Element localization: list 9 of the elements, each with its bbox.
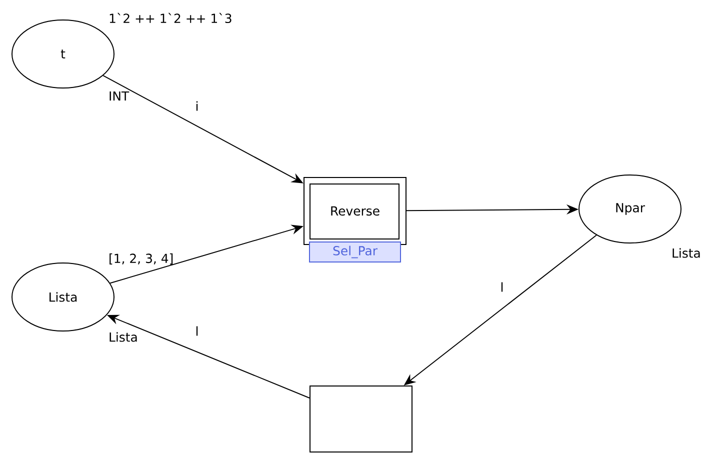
transition-box — [310, 386, 412, 452]
arc-inscription: l — [194, 325, 200, 337]
arc-inscription: i — [194, 100, 200, 112]
inscription: INT — [110, 91, 130, 101]
inscription: Lista — [110, 332, 137, 342]
substitution-tag: Sel_Par — [309, 242, 401, 262]
arc-inscription: l — [499, 281, 505, 293]
inscription: Lista — [672, 248, 700, 258]
inscription: [1, 2, 3, 4] — [110, 253, 173, 265]
